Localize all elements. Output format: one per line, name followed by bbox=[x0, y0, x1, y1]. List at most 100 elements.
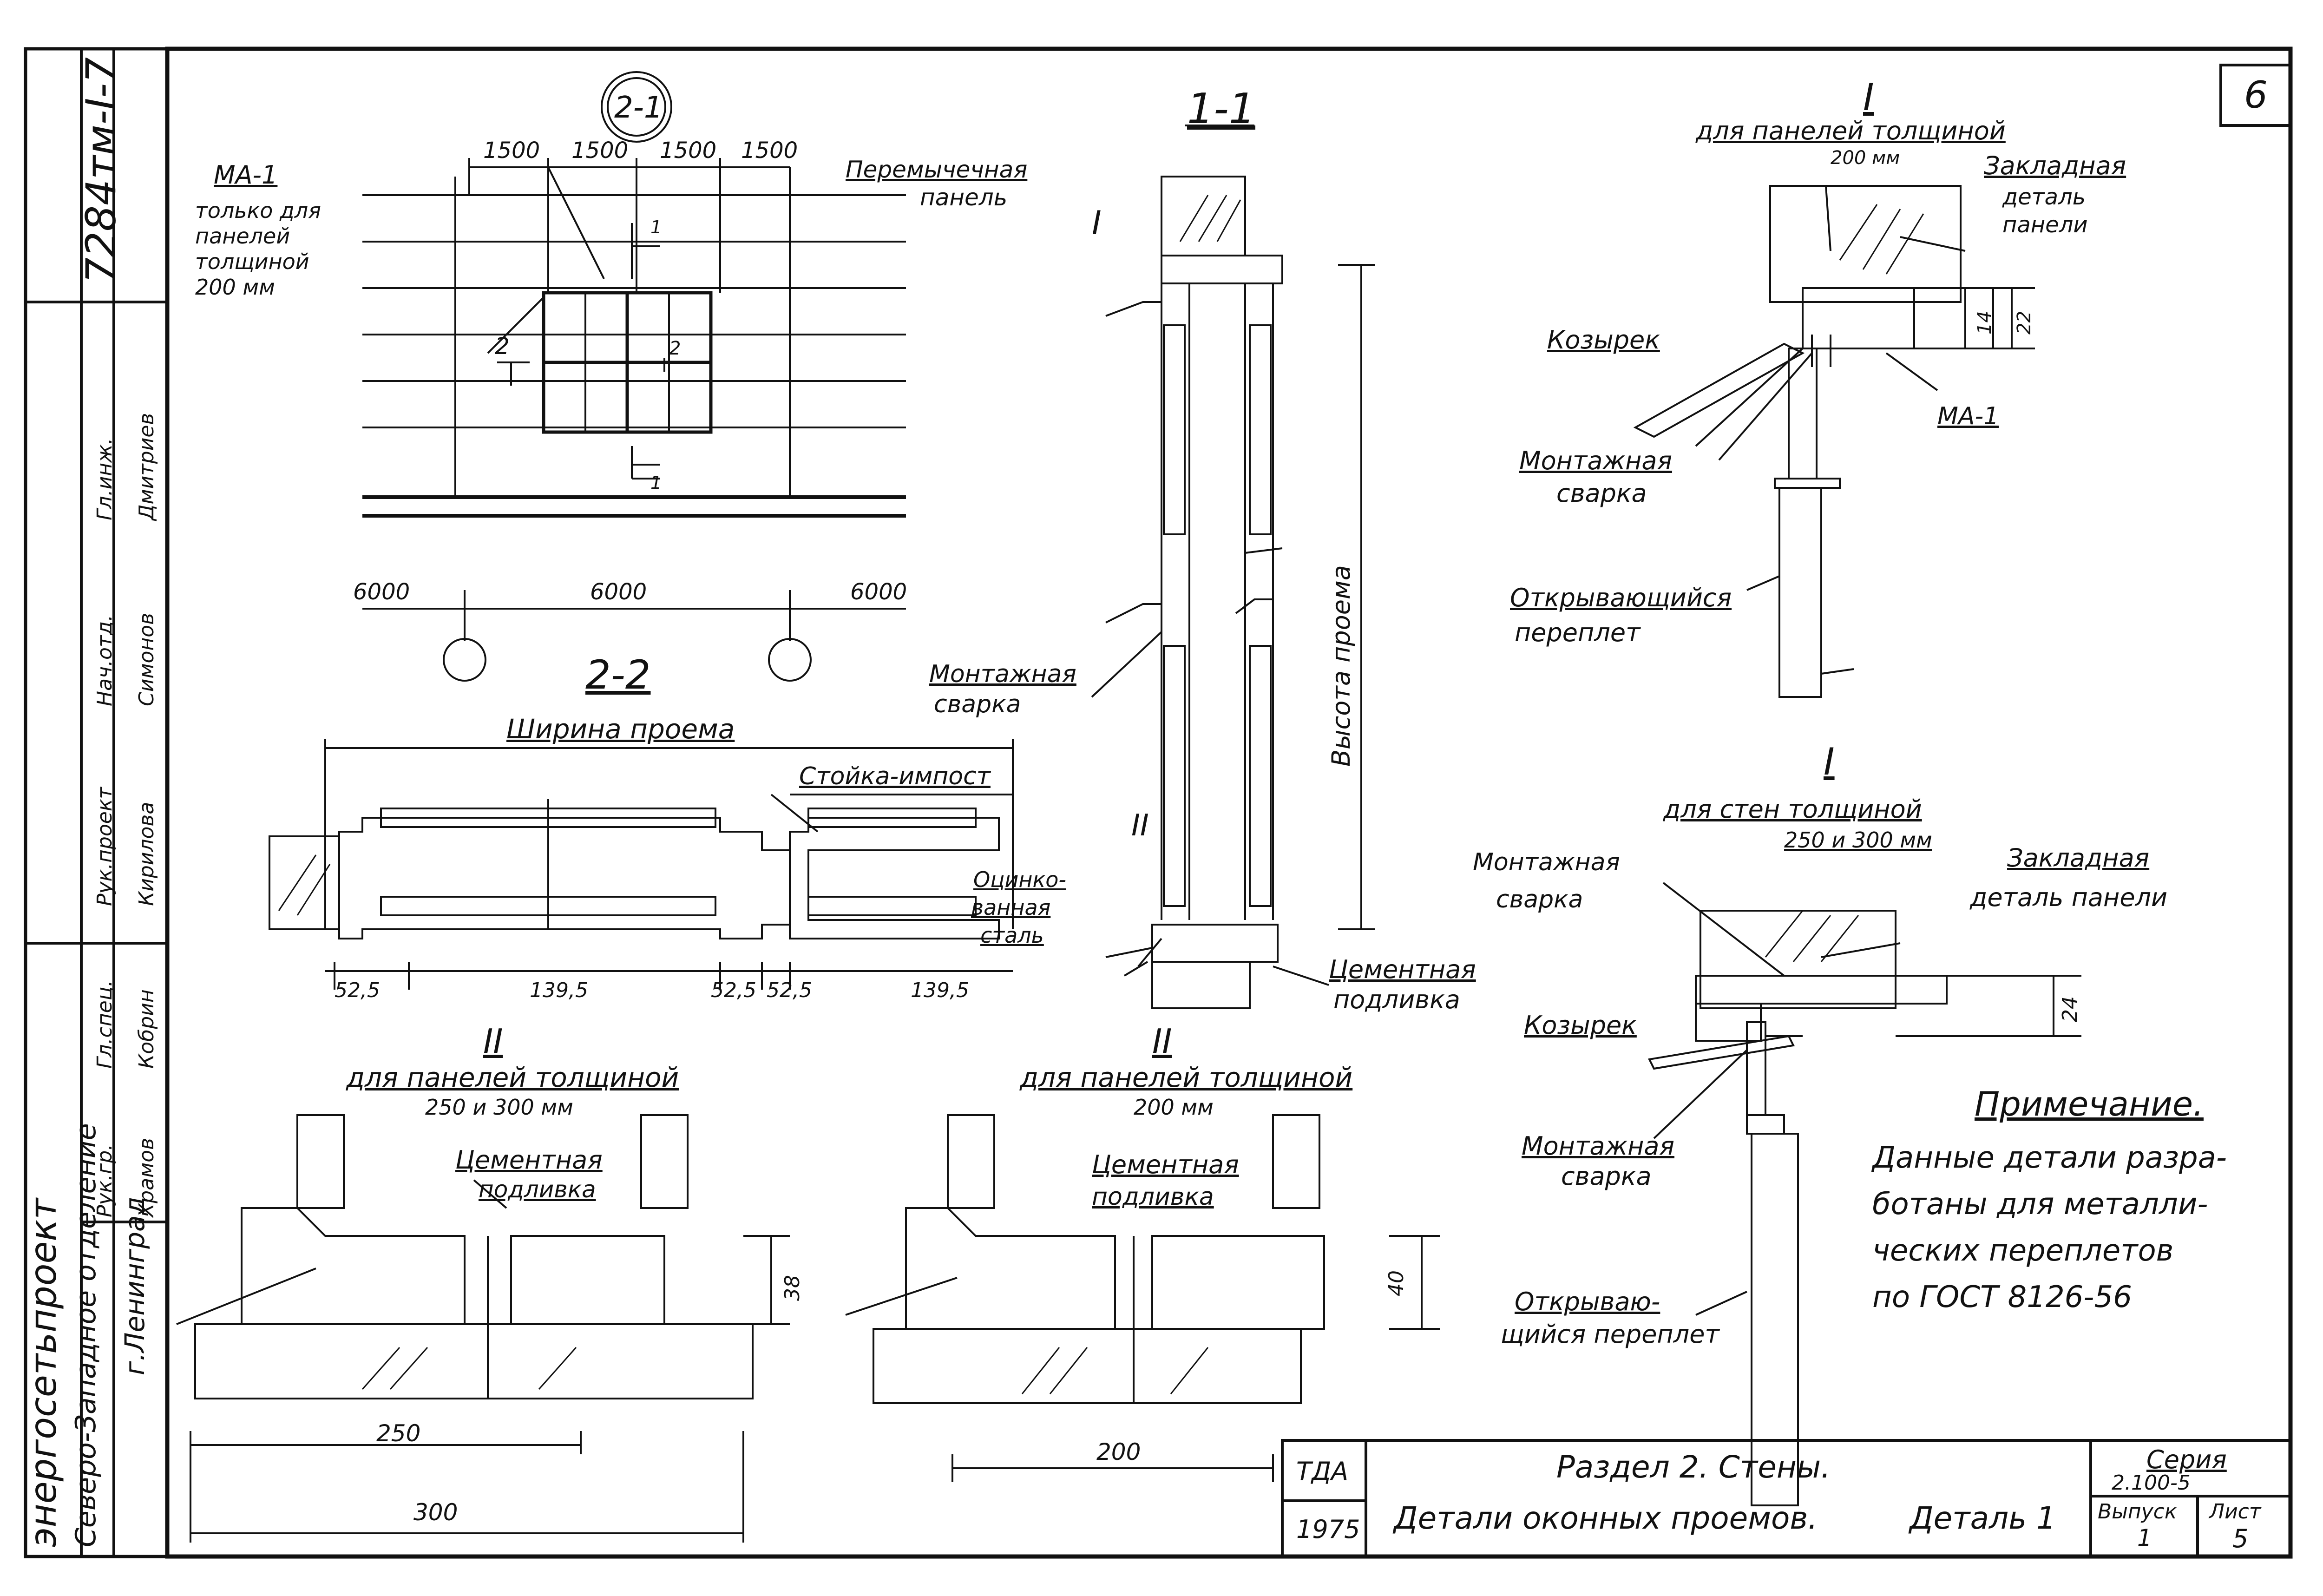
detail-i-top-weld-1: Монтажная bbox=[1519, 446, 1673, 475]
plan-cut-mark-3: 2 bbox=[669, 338, 681, 359]
title-block-issue: 1 bbox=[2137, 1524, 2152, 1551]
detail-i-bottom-weld-top-2: сварка bbox=[1496, 886, 1583, 913]
plan-label-panel-1: Перемычечная bbox=[846, 156, 1028, 183]
section-2-2-dim-5: 139,5 bbox=[911, 979, 969, 1002]
side-stamp-role-4: Нач.отд. bbox=[93, 615, 117, 706]
section-2-2-stoika-label: Стойка-импост bbox=[799, 762, 991, 790]
detail-ii-mid-dim-200: 200 bbox=[1096, 1438, 1141, 1465]
height-label: Высота проема bbox=[1326, 565, 1356, 767]
detail-i-bottom-embed-2: деталь панели bbox=[1970, 883, 2168, 912]
plan-bottom-dim-3: 6000 bbox=[850, 579, 907, 605]
title-block-org: ТДА bbox=[1296, 1457, 1349, 1486]
plan-2-1-tag: 2-1 bbox=[614, 91, 663, 125]
detail-i-top-thickness: 200 мм bbox=[1831, 147, 1900, 169]
plan-note-line-2: панелей bbox=[195, 223, 290, 249]
side-stamp-frame bbox=[24, 47, 169, 1558]
side-stamp-name-3: Кирилова bbox=[135, 802, 158, 906]
side-stamp-city: г.Ленинград bbox=[119, 1196, 151, 1375]
detail-i-top-embed-3: панели bbox=[2002, 212, 2088, 238]
detail-ii-left-dim-300: 300 bbox=[413, 1499, 458, 1526]
title-block-detail: Деталь 1 bbox=[1910, 1500, 2056, 1536]
detail-i-top-weld-2: сварка bbox=[1556, 479, 1647, 508]
section-1-1-zinc-label-1: Оцинко- bbox=[973, 867, 1067, 892]
detail-i-bottom-mark: I bbox=[1824, 740, 1835, 783]
detail-i-bottom-visor: Козырек bbox=[1524, 1011, 1637, 1040]
plan-bottom-dim-1: 6000 bbox=[353, 579, 410, 605]
detail-ii-left-cement-2: подливка bbox=[479, 1176, 596, 1203]
side-stamp-branch: Северо-Западное отделение bbox=[70, 1123, 102, 1547]
section-1-1-mark-bottom: II bbox=[1131, 808, 1149, 843]
dim-detail-ii-left-38: 38 bbox=[781, 1275, 804, 1301]
detail-i-bottom-thickness: 250 и 300 мм bbox=[1784, 828, 1932, 853]
title-block-line-2: Детали оконных проемов. bbox=[1394, 1500, 1818, 1536]
detail-ii-left-dim-250: 250 bbox=[376, 1420, 421, 1447]
note-title: Примечание. bbox=[1975, 1084, 2204, 1123]
section-1-1-zinc-label-2: ванная bbox=[971, 895, 1051, 920]
note-line-2: ботаны для металли- bbox=[1872, 1187, 2208, 1222]
note-line-4: по ГОСТ 8126-56 bbox=[1872, 1280, 2132, 1314]
detail-i-bottom-weld-1: Монтажная bbox=[1522, 1131, 1675, 1161]
plan-cut-mark-4: 1 bbox=[650, 473, 662, 493]
detail-ii-mid-cement-2: подливка bbox=[1092, 1183, 1214, 1211]
detail-i-top-sash-2: переплет bbox=[1515, 618, 1641, 647]
detail-ii-mid-caption: для панелей толщиной bbox=[1020, 1062, 1353, 1093]
section-2-2-drawing bbox=[269, 739, 1014, 990]
detail-ii-mid-drawing bbox=[845, 1114, 1440, 1482]
side-stamp-role-5: Гл.инж. bbox=[93, 438, 117, 520]
side-stamp-name-2: Кобрин bbox=[135, 989, 158, 1069]
detail-ii-left-drawing bbox=[176, 1114, 790, 1543]
plan-2-1-drawing bbox=[362, 71, 906, 682]
dim-detail-i-bottom-24: 24 bbox=[2058, 996, 2082, 1022]
plan-note-line-4: 200 мм bbox=[195, 275, 275, 300]
detail-i-bottom-caption: для стен толщиной bbox=[1663, 795, 1922, 824]
detail-i-bottom-sash-2: щийся переплет bbox=[1501, 1320, 1719, 1349]
plan-note-title: МА-1 bbox=[214, 160, 278, 190]
detail-i-bottom-weld-top-1: Монтажная bbox=[1473, 848, 1620, 876]
side-stamp-role-1: Рук.гр. bbox=[93, 1144, 117, 1217]
outer-frame bbox=[165, 46, 2293, 1559]
side-stamp-doc-code: 7284тм-I-7 bbox=[77, 57, 125, 283]
section-1-1-mark-top: I bbox=[1092, 204, 1102, 242]
side-stamp-role-3: Рук.проект bbox=[93, 787, 117, 906]
detail-i-top-drawing bbox=[1633, 185, 2035, 698]
section-2-2-dim-2: 139,5 bbox=[530, 979, 588, 1002]
section-1-1-weld-label-1: Монтажная bbox=[929, 660, 1076, 688]
section-1-1-cement-label-2: подливка bbox=[1333, 985, 1460, 1014]
detail-i-top-mark: I bbox=[1863, 76, 1874, 119]
section-1-1-title: 1-1 bbox=[1187, 85, 1255, 133]
section-2-2-width-label: Ширина проема bbox=[506, 713, 735, 745]
section-1-1-cement-label-1: Цементная bbox=[1329, 955, 1476, 984]
plan-dim-1: 1500 bbox=[483, 138, 540, 164]
title-block-series-label: Серия bbox=[2146, 1445, 2227, 1474]
detail-i-bottom-drawing bbox=[1648, 882, 2081, 1506]
title-block-series: 2.100-5 bbox=[2112, 1471, 2191, 1495]
side-stamp-org: энергосетьпроект bbox=[23, 1197, 65, 1547]
plan-cut-mark-1: 1 bbox=[650, 217, 662, 237]
plan-dim-4: 1500 bbox=[741, 138, 798, 164]
section-1-1-weld-label-2: сварка bbox=[934, 690, 1021, 718]
dim-detail-i-top-22: 22 bbox=[2014, 311, 2035, 335]
section-1-1-drawing bbox=[1091, 125, 1375, 1009]
detail-ii-left-cement-1: Цементная bbox=[455, 1145, 603, 1175]
detail-i-top-visor: Козырек bbox=[1547, 325, 1660, 355]
detail-i-top-embed-2: деталь bbox=[2002, 184, 2086, 210]
side-stamp-role-2: Гл.спец. bbox=[93, 980, 117, 1069]
section-1-1-zinc-label-3: сталь bbox=[980, 923, 1044, 948]
detail-i-bottom-weld-2: сварка bbox=[1561, 1162, 1652, 1191]
detail-i-top-embed-1: Закладная bbox=[1984, 151, 2126, 180]
section-2-2-dim-4: 52,5 bbox=[767, 979, 812, 1002]
plan-label-panel-2: панель bbox=[920, 184, 1008, 211]
detail-i-top-sash-1: Открывающийся bbox=[1510, 583, 1732, 612]
detail-i-bottom-embed-1: Закладная bbox=[2007, 843, 2150, 873]
section-2-2-dim-3: 52,5 bbox=[711, 979, 756, 1002]
hatching bbox=[278, 195, 1924, 1394]
plan-dim-3: 1500 bbox=[660, 138, 717, 164]
title-block-frame bbox=[1281, 1439, 2292, 1558]
section-2-2-title: 2-2 bbox=[585, 652, 651, 698]
detail-ii-mid-mark: II bbox=[1152, 1022, 1172, 1061]
plan-cut-mark-2: 2 bbox=[495, 333, 510, 360]
detail-i-bottom-sash-1: Открываю- bbox=[1515, 1287, 1660, 1316]
dim-detail-i-top-14: 14 bbox=[1974, 311, 1995, 335]
detail-ii-mid-thickness: 200 мм bbox=[1134, 1095, 1214, 1120]
title-block-year: 1975 bbox=[1296, 1515, 1360, 1544]
